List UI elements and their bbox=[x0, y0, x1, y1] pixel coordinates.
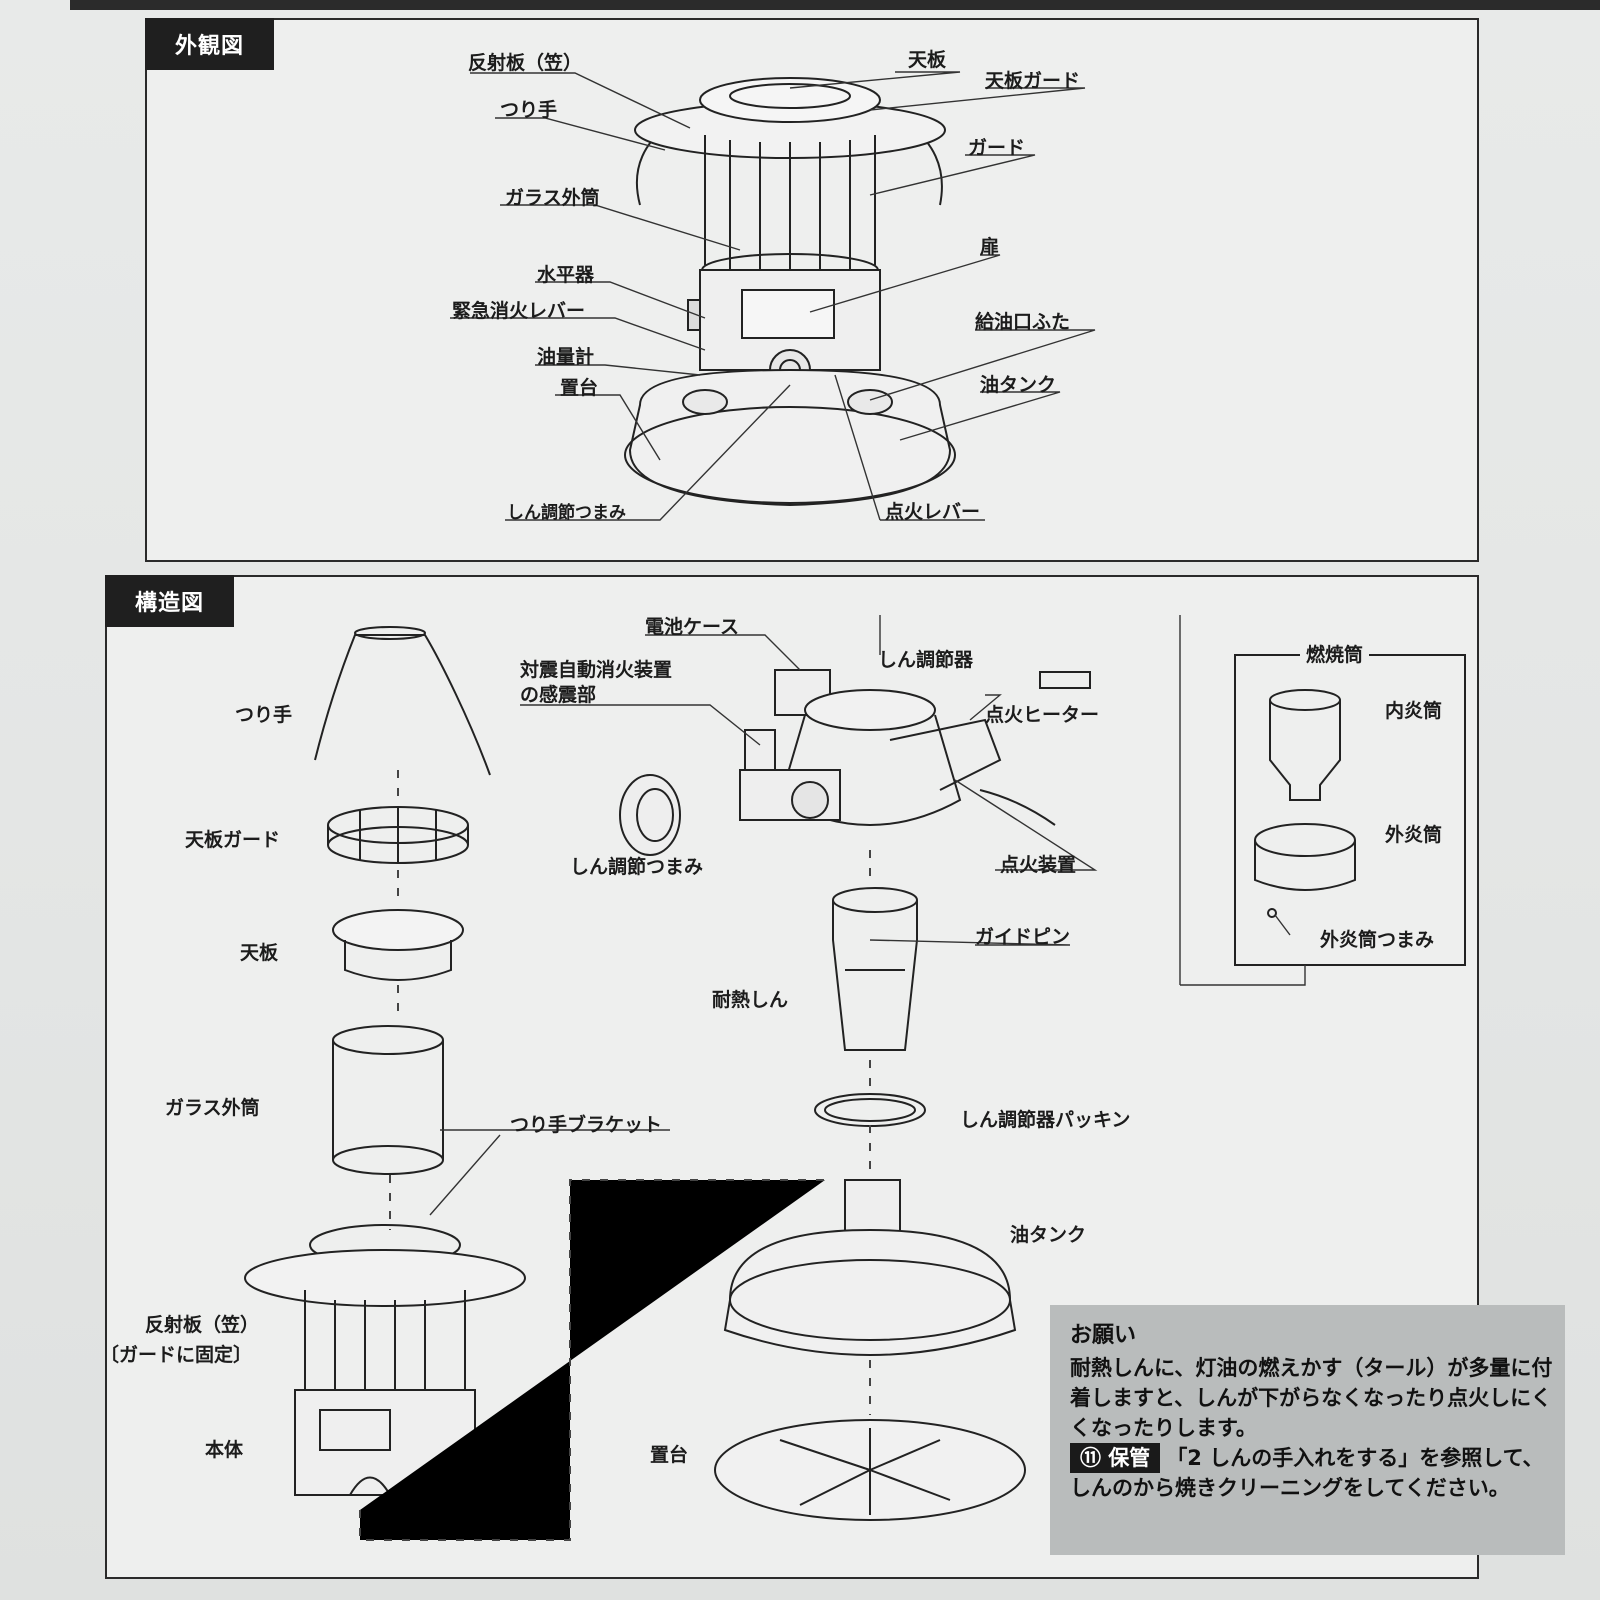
label-part-inner: 内炎筒 bbox=[1385, 700, 1443, 722]
part-handle-shape bbox=[314, 634, 491, 776]
label-ignition-lever: 点火レバー bbox=[885, 501, 981, 523]
label-reflector: 反射板（笠） bbox=[468, 52, 583, 74]
label-emergency-lever: 緊急消火レバー bbox=[452, 300, 586, 322]
label-door: 扉 bbox=[980, 236, 1000, 258]
part-inner-burner-shape bbox=[1269, 689, 1341, 711]
label-part-wick: 耐熱しん bbox=[712, 989, 789, 1011]
label-top-plate: 天板 bbox=[908, 49, 947, 71]
part-wick-knob-shape bbox=[619, 774, 681, 856]
label-part-glass: ガラス外筒 bbox=[165, 1097, 260, 1119]
exterior-view-title: 外観図 bbox=[145, 18, 275, 70]
notice-chip: ⑪ 保管 bbox=[1070, 1443, 1161, 1473]
label-part-igniter: 点火装置 bbox=[1000, 854, 1077, 876]
label-part-burner: 燃焼筒 bbox=[1300, 640, 1370, 667]
label-glass: ガラス外筒 bbox=[505, 187, 600, 209]
label-part-outer-knob: 外炎筒つまみ bbox=[1320, 929, 1435, 951]
label-part-reflector: 反射板（笠） bbox=[145, 1314, 260, 1336]
label-base: 置台 bbox=[560, 377, 599, 399]
label-level: 水平器 bbox=[537, 264, 595, 286]
label-part-top-plate: 天板 bbox=[240, 942, 279, 964]
label-fill-cap: 給油口ふた bbox=[975, 311, 1071, 333]
part-wick-shape bbox=[832, 887, 918, 913]
notice-title: お願い bbox=[1070, 1323, 1137, 1348]
notice-text-1: 耐熱しんに、灯油の燃えかす（タール）が多量に付着しますと、しんが下がらなくなった… bbox=[1070, 1356, 1553, 1440]
part-top-plate-shape bbox=[332, 909, 464, 951]
label-part-tank: 油タンク bbox=[1010, 1224, 1087, 1246]
label-part-outer: 外炎筒 bbox=[1385, 824, 1443, 846]
part-heater-shape bbox=[1039, 671, 1091, 689]
part-outer-burner-shape bbox=[1254, 823, 1356, 857]
label-oil-gauge: 油量計 bbox=[537, 346, 595, 368]
label-oil-tank: 油タンク bbox=[980, 374, 1057, 396]
label-part-bracket: つり手ブラケット bbox=[510, 1114, 663, 1136]
label-part-body: 本体 bbox=[205, 1439, 244, 1461]
label-handle: つり手 bbox=[500, 99, 558, 121]
part-reflector-shape bbox=[244, 1249, 526, 1307]
label-part-handle: つり手 bbox=[235, 704, 293, 726]
notice-box: お願い 耐熱しんに、灯油の燃えかす（タール）が多量に付着しますと、しんが下がらな… bbox=[1050, 1305, 1565, 1555]
label-part-seismic-2: の感震部 bbox=[520, 684, 597, 706]
part-tank-shape bbox=[723, 1228, 1017, 1356]
structure-view-title: 構造図 bbox=[105, 575, 235, 627]
label-part-wick-knob: しん調節つまみ bbox=[570, 856, 704, 878]
door-shape bbox=[741, 289, 835, 339]
label-part-guide-pin: ガイドピン bbox=[975, 926, 1071, 948]
label-part-reflector-note: 〔ガードに固定〕 bbox=[100, 1344, 253, 1366]
part-wick-adjuster-shape bbox=[804, 689, 936, 731]
notice-body: 耐熱しんに、灯油の燃えかす（タール）が多量に付着しますと、しんが下がらなくなった… bbox=[1070, 1353, 1560, 1503]
label-part-packing: しん調節器パッキン bbox=[960, 1109, 1131, 1131]
label-part-battery: 電池ケース bbox=[645, 616, 740, 638]
label-part-base: 置台 bbox=[650, 1444, 689, 1466]
top-edge-bar bbox=[70, 0, 1600, 10]
notice-text-2: 「2 しんの手入れをする」を参照して、しんのから焼きクリーニングをしてください。 bbox=[1070, 1446, 1544, 1500]
label-guard: ガード bbox=[968, 137, 1026, 159]
label-part-top-guard: 天板ガード bbox=[185, 829, 281, 851]
label-part-wick-adjuster: しん調節器 bbox=[878, 649, 974, 671]
label-part-seismic-1: 対震自動消火装置 bbox=[520, 659, 673, 681]
label-wick-knob: しん調節つまみ bbox=[507, 503, 626, 523]
label-part-heater: 点火ヒーター bbox=[985, 704, 1100, 726]
part-glass-shape bbox=[332, 1025, 444, 1055]
label-top-guard: 天板ガード bbox=[985, 70, 1081, 92]
